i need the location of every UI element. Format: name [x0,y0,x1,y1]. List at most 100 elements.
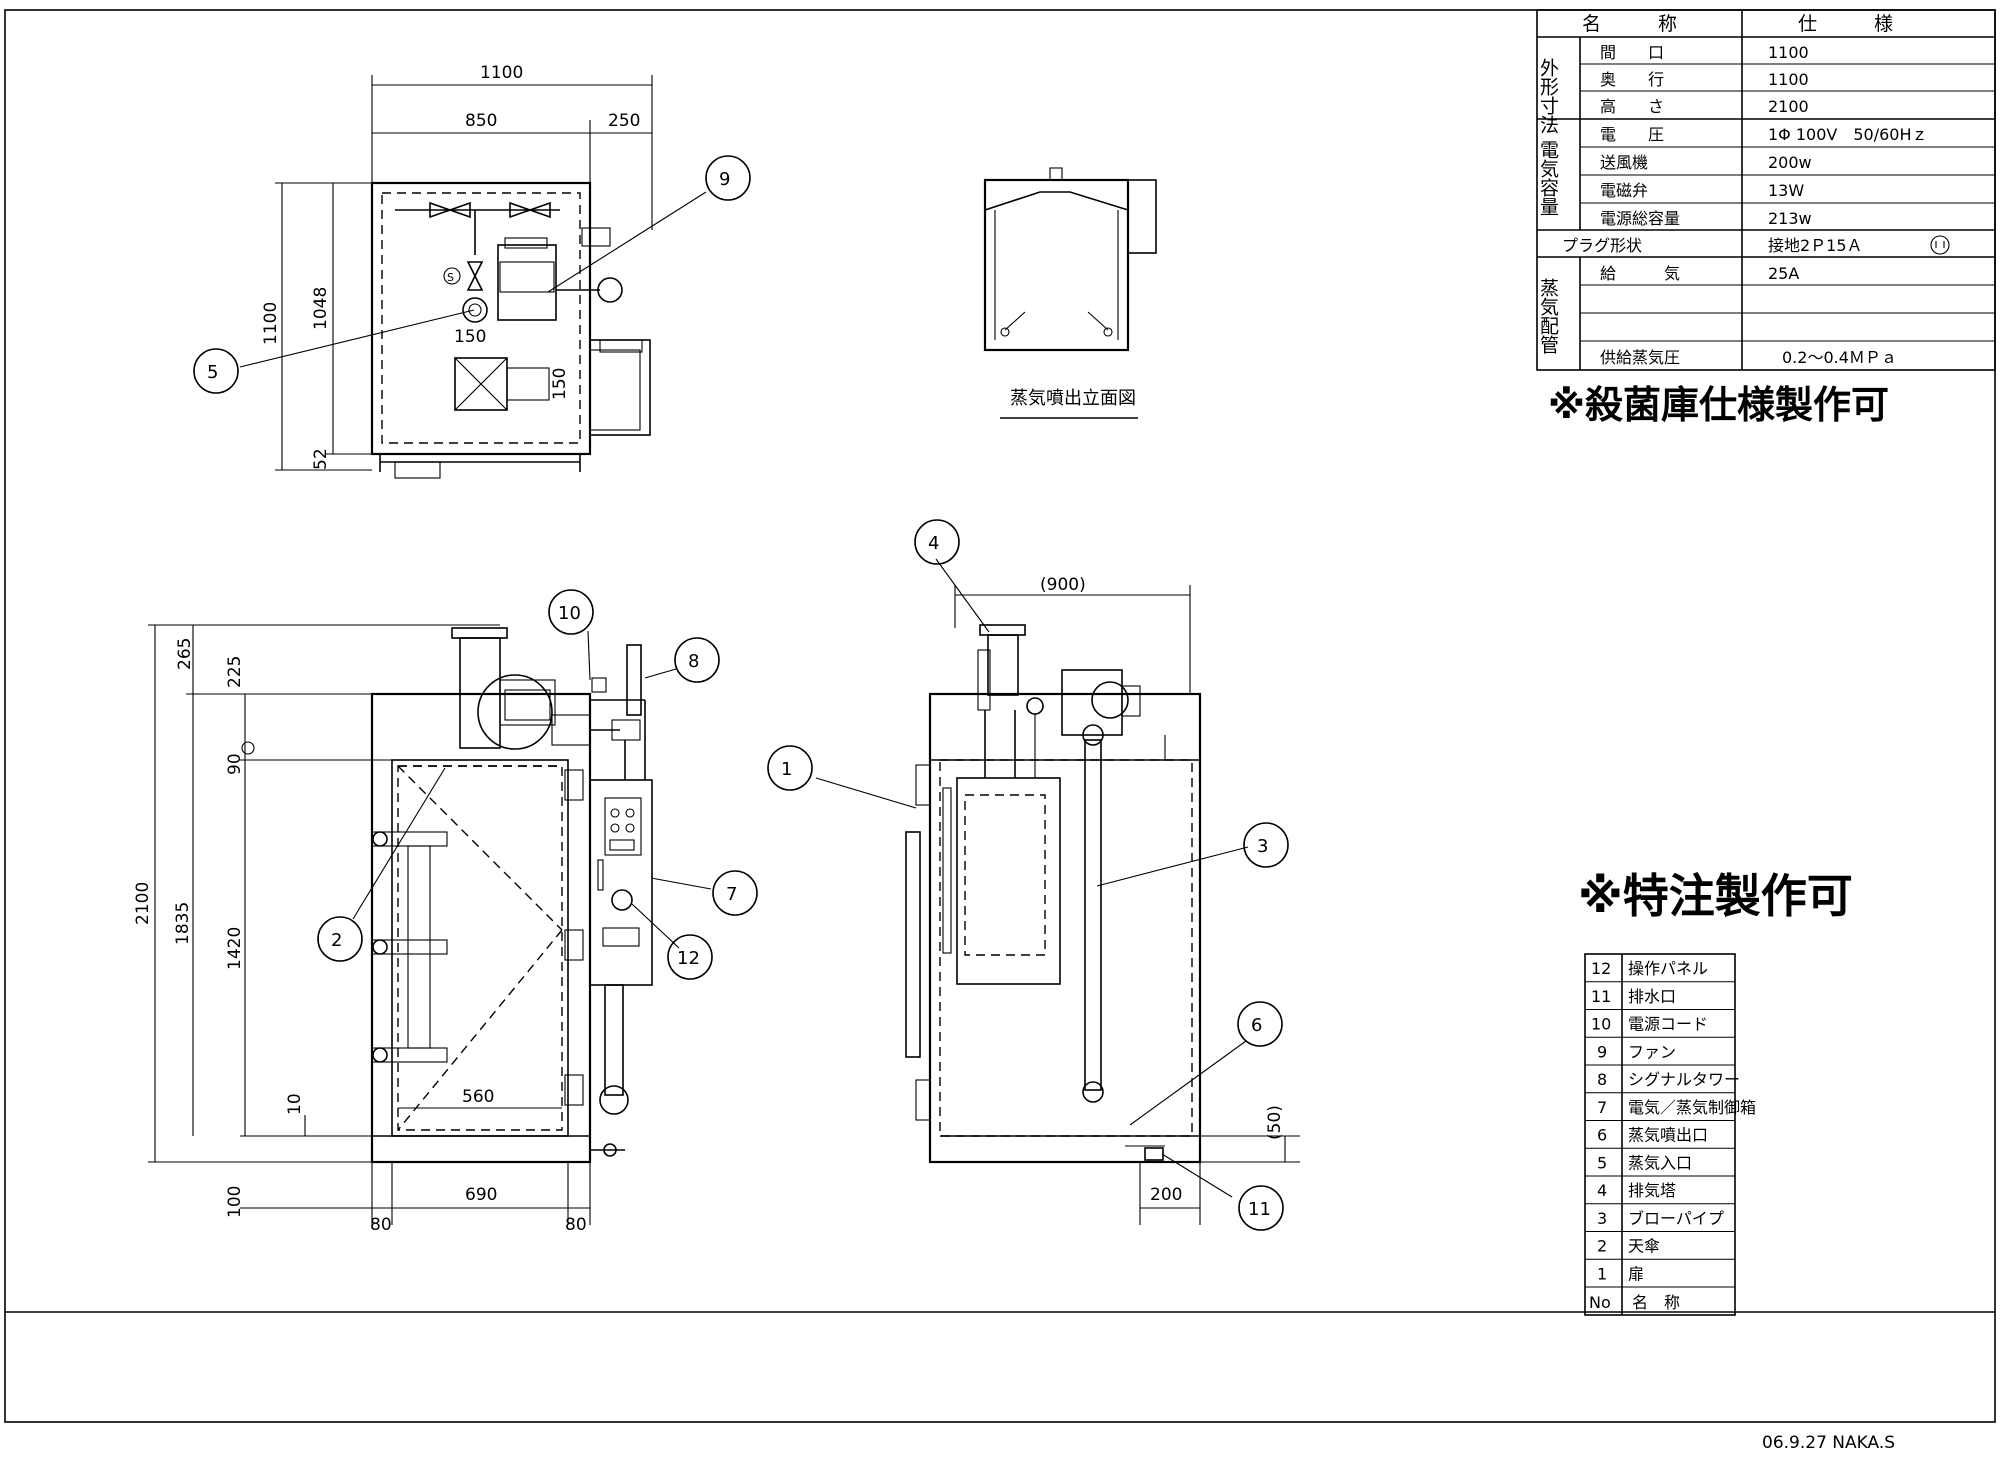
svg-text:10: 10 [558,603,581,624]
plug-spec: 接地2Ｐ15Ａ [1768,236,1863,255]
svg-text:3: 3 [1257,836,1268,857]
note-custom: ※特注製作可 [1578,869,1853,923]
parts-item-name: シグナルタワー [1628,1070,1740,1089]
parts-item-no: 10 [1591,1015,1611,1034]
parts-item-no: 11 [1591,987,1611,1006]
spec-value: 1100 [1768,70,1809,89]
callout-2: 2 [317,916,363,962]
parts-header-name: 名 称 [1632,1293,1680,1312]
parts-item-no: 6 [1597,1126,1607,1145]
spec-name: 電源総容量 [1600,209,1680,228]
parts-item-no: 3 [1597,1209,1607,1228]
top-view: S 1100 850 250 1100 1048 52 150 1 [261,63,653,479]
parts-item-no: 7 [1597,1098,1607,1117]
spec-table: 名 称 仕 様 外形寸法 間 口 1100 奥 行 1100 高 さ 2100 … [1536,9,1996,371]
callout-8: 8 [674,637,720,683]
callout-12: 12 [667,934,713,980]
svg-text:12: 12 [677,948,700,969]
spec-value: 200w [1768,153,1812,172]
spec-value: 2100 [1768,97,1809,116]
callout-7: 7 [712,870,758,916]
dim-side-200: 200 [1150,1185,1182,1205]
group-label-electrical: 電気容量 [1537,140,1559,216]
parts-item-name: ファン [1628,1042,1676,1061]
parts-item-no: 2 [1597,1237,1607,1256]
dim-top-150-b: 150 [550,368,570,400]
svg-text:6: 6 [1251,1015,1262,1036]
dim-front-265: 265 [175,638,195,670]
svg-text:4: 4 [928,533,939,554]
spec-name: 給 気 [1600,264,1680,283]
dim-front-80-right: 80 [565,1215,587,1235]
footer-stamp: 06.9.27 NAKA.S [1762,1433,1895,1453]
spec-name: 間 口 [1600,43,1664,62]
callout-10: 10 [548,589,594,635]
dim-front-1835: 1835 [173,902,193,945]
group-label-steam: 蒸気配管 [1537,278,1559,354]
spec-value: 0.2〜0.4ＭＰａ [1782,348,1897,367]
side-view: (900) (50) 200 [905,575,1300,1225]
dim-top-width: 1100 [480,63,523,83]
dim-side-900: (900) [1040,575,1086,595]
dim-top-250: 250 [608,111,640,131]
dim-top-52: 52 [311,448,331,470]
dim-top-850: 850 [465,111,497,131]
dim-front-10: 10 [285,1093,305,1115]
callout-9: 9 [705,155,751,201]
dim-top-1048: 1048 [311,287,331,330]
spec-header-name: 名 称 [1582,13,1677,35]
parts-item-no: 8 [1597,1070,1607,1089]
dim-front-90: 90 [225,753,245,775]
dim-front-225: 225 [225,656,245,688]
sheet-frame: 06.9.27 NAKA.S [4,9,1996,1453]
spec-value: 1100 [1768,43,1809,62]
spec-header-spec: 仕 様 [1798,13,1893,35]
parts-item-name: 電気／蒸気制御箱 [1628,1098,1756,1117]
parts-header-no: No [1589,1293,1611,1312]
dim-side-50: (50) [1265,1105,1285,1140]
spec-name: 高 さ [1600,97,1664,116]
parts-item-name: 蒸気噴出口 [1628,1126,1708,1145]
plug-name: プラグ形状 [1562,236,1642,255]
view-title-steam-outlet: 蒸気噴出立面図 [1010,388,1136,409]
leader-lines [239,191,1249,1198]
spec-name: 電磁弁 [1600,181,1648,200]
dim-front-80-left: 80 [370,1215,392,1235]
parts-item-name: 操作パネル [1628,959,1708,978]
plug-symbol-icon [1930,235,1950,255]
parts-item-name: 天傘 [1628,1237,1660,1256]
callout-5: 5 [193,348,239,394]
group-label-dimensions: 外形寸法 [1537,58,1559,134]
dim-front-690: 690 [465,1185,497,1205]
parts-item-name: 電源コード [1628,1015,1708,1034]
dim-front-2100: 2100 [133,882,153,925]
parts-item-no: 12 [1591,959,1611,978]
svg-text:9: 9 [719,169,730,190]
spec-name: 奥 行 [1600,70,1664,89]
parts-item-name: 排水口 [1628,987,1676,1006]
svg-text:5: 5 [207,362,218,383]
parts-item-no: 5 [1597,1153,1607,1172]
callouts: 9 5 10 8 7 12 2 4 1 3 6 11 [193,155,1289,1231]
parts-item-name: ブローパイプ [1628,1209,1724,1228]
spec-value: 25A [1768,264,1799,283]
steam-outlet-elevation: 蒸気噴出立面図 [983,167,1157,419]
svg-text:2: 2 [331,930,342,951]
callout-3: 3 [1243,822,1289,868]
spec-value: 213w [1768,209,1812,228]
spec-name: 電 圧 [1600,125,1664,144]
svg-text:1: 1 [781,759,792,780]
callout-11: 11 [1238,1185,1284,1231]
note-sterilizer: ※殺菌庫仕様製作可 [1548,383,1889,427]
spec-value: 1Φ 100V 50/60Hｚ [1768,125,1928,144]
svg-text:11: 11 [1248,1199,1271,1220]
spec-name: 送風機 [1600,153,1648,172]
dim-top-150-a: 150 [454,327,486,347]
callout-4: 4 [914,519,960,565]
svg-text:S: S [447,271,454,284]
spec-name: 供給蒸気圧 [1600,348,1680,367]
parts-item-name: 扉 [1628,1264,1644,1283]
dim-front-560: 560 [462,1087,494,1107]
